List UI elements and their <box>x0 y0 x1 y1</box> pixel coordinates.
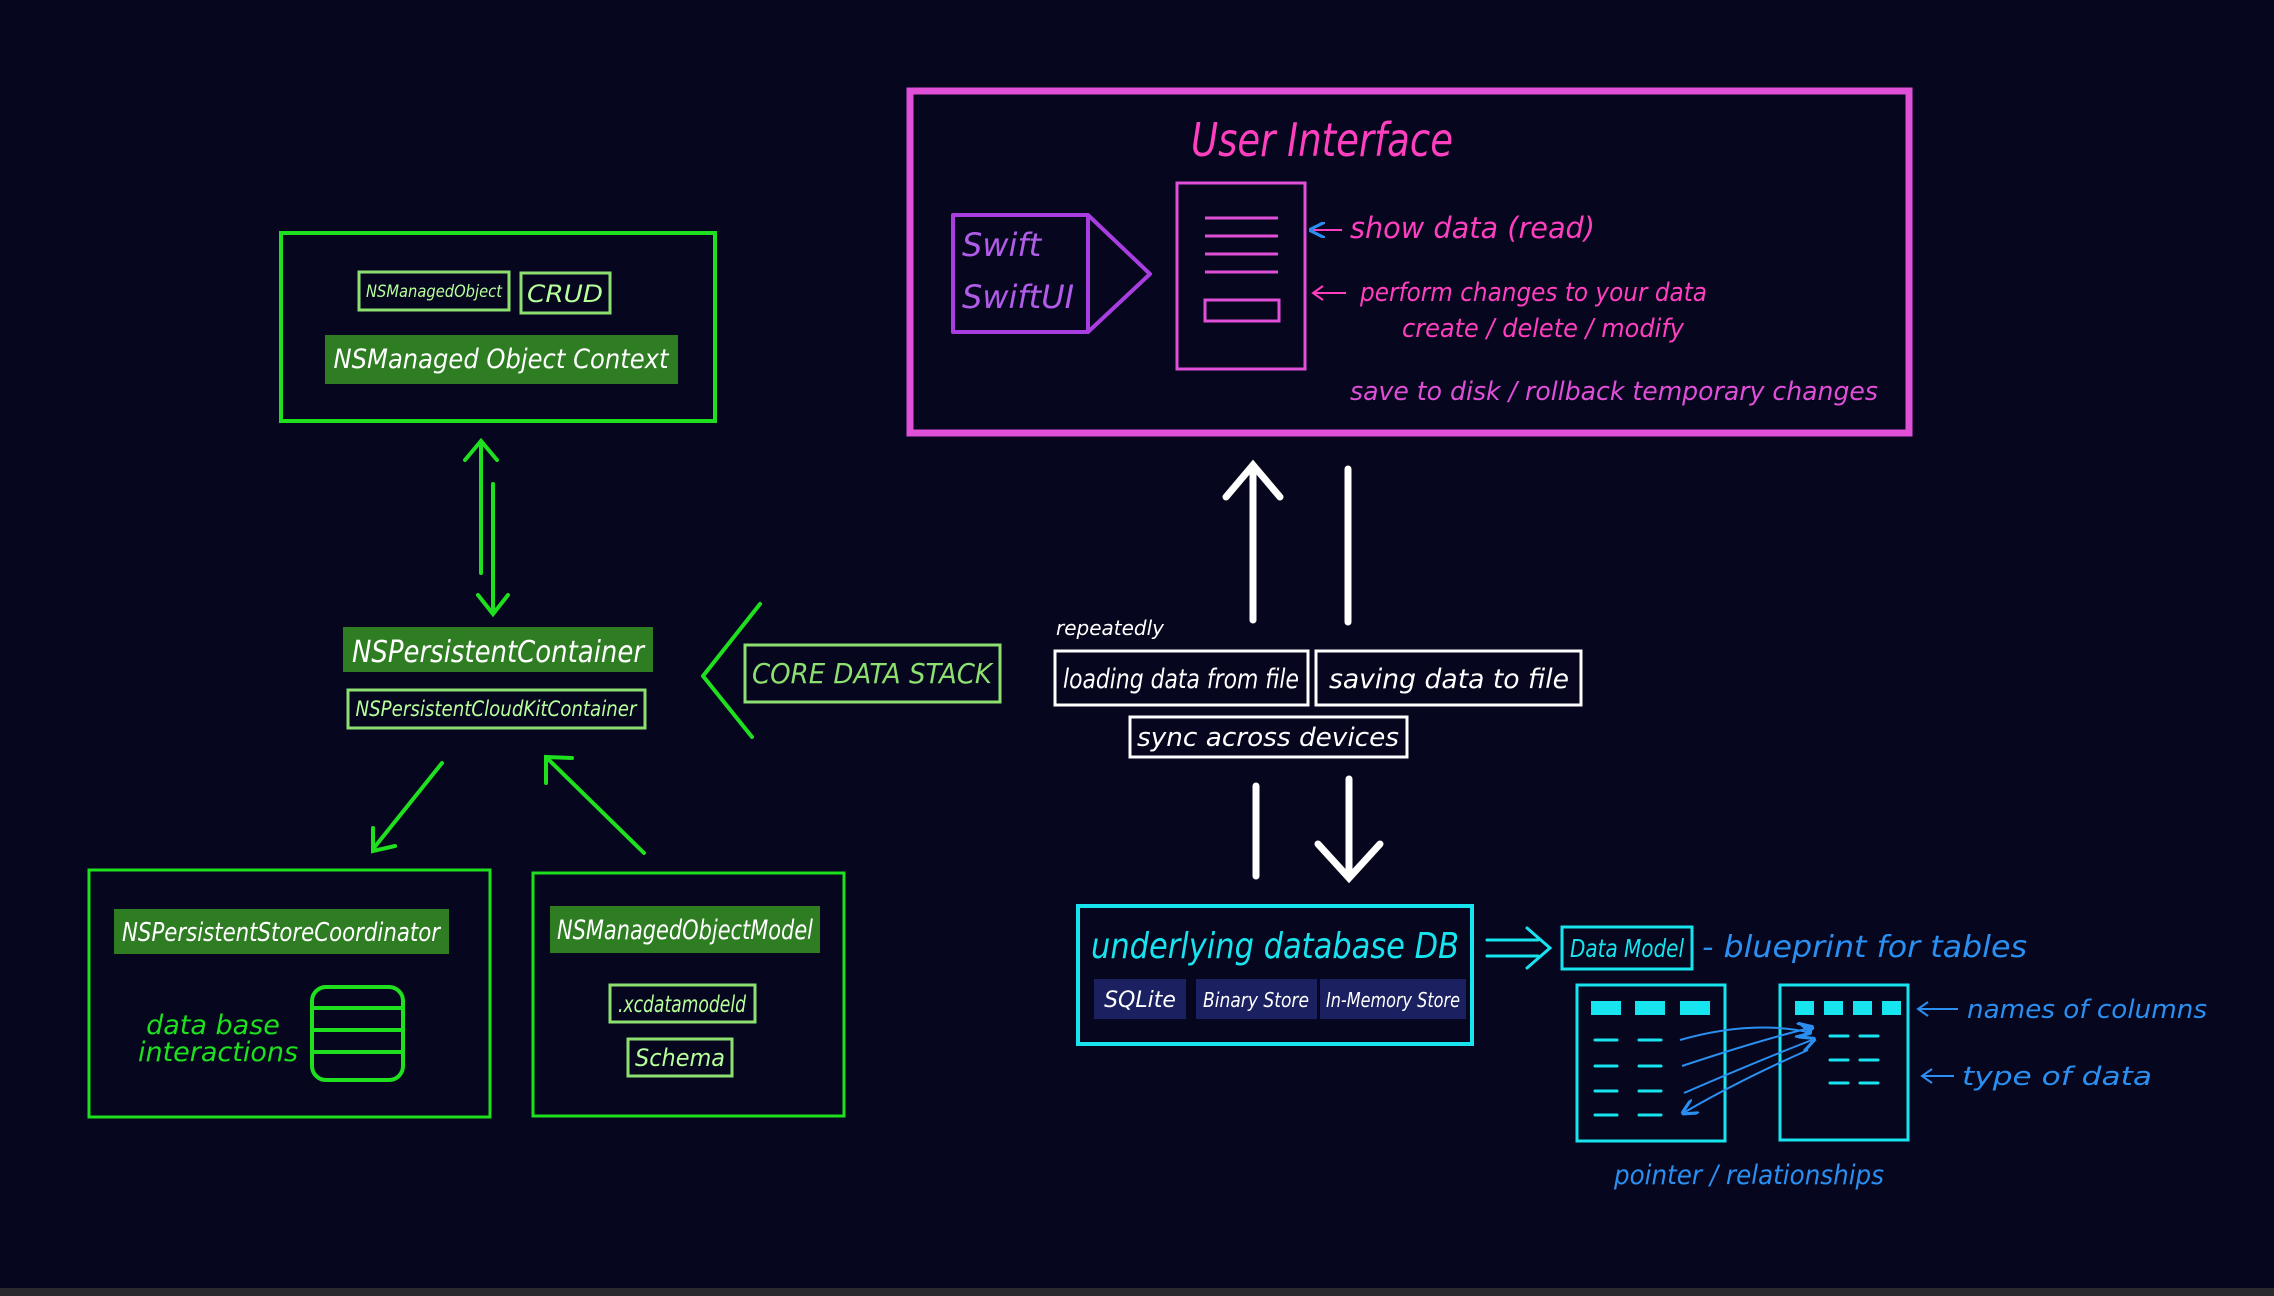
relationship-arrows <box>1680 1028 1812 1113</box>
database-caption-line2: interactions <box>138 1037 298 1068</box>
persistent-container: NSPersistentContainer NSPersistentCloudK… <box>343 627 653 730</box>
managed-object-tag: NSManagedObject <box>366 282 503 302</box>
bottom-bar <box>0 1288 2274 1296</box>
context-title: NSManaged Object Context <box>334 344 670 375</box>
names-of-columns-text: names of columns <box>1967 995 2207 1025</box>
save-disk-text: save to disk / rollback temporary change… <box>1350 377 1878 407</box>
coordinator-title: NSPersistentStoreCoordinator <box>122 918 442 948</box>
database-icon <box>310 985 405 1082</box>
sync-devices-text: sync across devices <box>1137 723 1399 753</box>
crud-tag: CRUD <box>527 280 603 308</box>
core-data-stack-label: CORE DATA STACK <box>752 657 994 690</box>
model-box: NSManagedObjectModel .xcdatamodeld Schem… <box>531 871 846 1118</box>
saving-data-text: saving data to file <box>1329 664 1569 695</box>
database-caption-line1: data base <box>146 1010 280 1041</box>
type-of-data-text: type of data <box>1962 1062 2152 1092</box>
loading-data-text: loading data from file <box>1063 664 1299 695</box>
swift-arrow-shape: Swift SwiftUI <box>951 213 1152 334</box>
model-arrow <box>544 754 646 855</box>
names-of-columns-note: names of columns <box>1916 995 2207 1025</box>
swiftui-label: SwiftUI <box>962 278 1074 316</box>
crud-operations-text: create / delete / modify <box>1402 314 1685 344</box>
blueprint-text: - blueprint for tables <box>1702 930 2027 965</box>
type-of-data-note: type of data <box>1920 1062 2152 1092</box>
sync-devices-box: sync across devices <box>1128 715 1409 759</box>
coordinator-box: NSPersistentStoreCoordinator data base i… <box>87 868 492 1119</box>
core-data-stack-pointer: CORE DATA STACK <box>701 602 1002 739</box>
show-data-note: show data (read) <box>1313 211 1595 245</box>
data-model-label: Data Model <box>1570 934 1684 963</box>
cloudkit-container: NSPersistentCloudKitContainer <box>356 697 638 721</box>
store-sqlite: SQLite <box>1104 988 1176 1013</box>
perform-changes-text: perform changes to your data <box>1359 278 1707 308</box>
user-interface-box: User Interface Swift SwiftUI show data (… <box>906 87 1913 437</box>
database-box: underlying database DB SQLite Binary Sto… <box>1076 904 1474 1046</box>
database-title: underlying database DB <box>1091 926 1459 967</box>
xcdatamodeld-tag: .xcdatamodeld <box>618 992 746 1018</box>
coordinator-arrow <box>371 761 444 854</box>
saving-data-box: saving data to file <box>1314 649 1583 707</box>
swift-label: Swift <box>962 226 1043 264</box>
table-right <box>1778 983 1910 1142</box>
loading-data-box: loading data from file <box>1053 649 1310 707</box>
model-title: NSManagedObjectModel <box>557 915 813 946</box>
store-in-memory: In-Memory Store <box>1326 988 1460 1012</box>
repeatedly-note: repeatedly <box>1056 616 1165 640</box>
container-title: NSPersistentContainer <box>352 635 645 670</box>
table-left <box>1575 983 1727 1143</box>
managed-object-context-box: NSManagedObject CRUD NSManaged Object Co… <box>279 231 717 423</box>
show-data-text: show data (read) <box>1350 211 1595 245</box>
document-icon <box>1175 181 1307 371</box>
data-model-section: Data Model - blueprint for tables <box>1560 925 2207 1191</box>
context-container-arrows <box>463 437 510 618</box>
ui-io-arrows <box>1222 459 1352 626</box>
ui-title: User Interface <box>1191 113 1453 167</box>
implies-arrow <box>1485 926 1553 970</box>
store-binary: Binary Store <box>1203 988 1309 1012</box>
schema-tag: Schema <box>635 1044 725 1072</box>
db-io-arrows <box>1252 775 1384 884</box>
perform-changes-note: perform changes to your data create / de… <box>1311 278 1707 344</box>
pointers-text: pointer / relationships <box>1613 1160 1884 1191</box>
